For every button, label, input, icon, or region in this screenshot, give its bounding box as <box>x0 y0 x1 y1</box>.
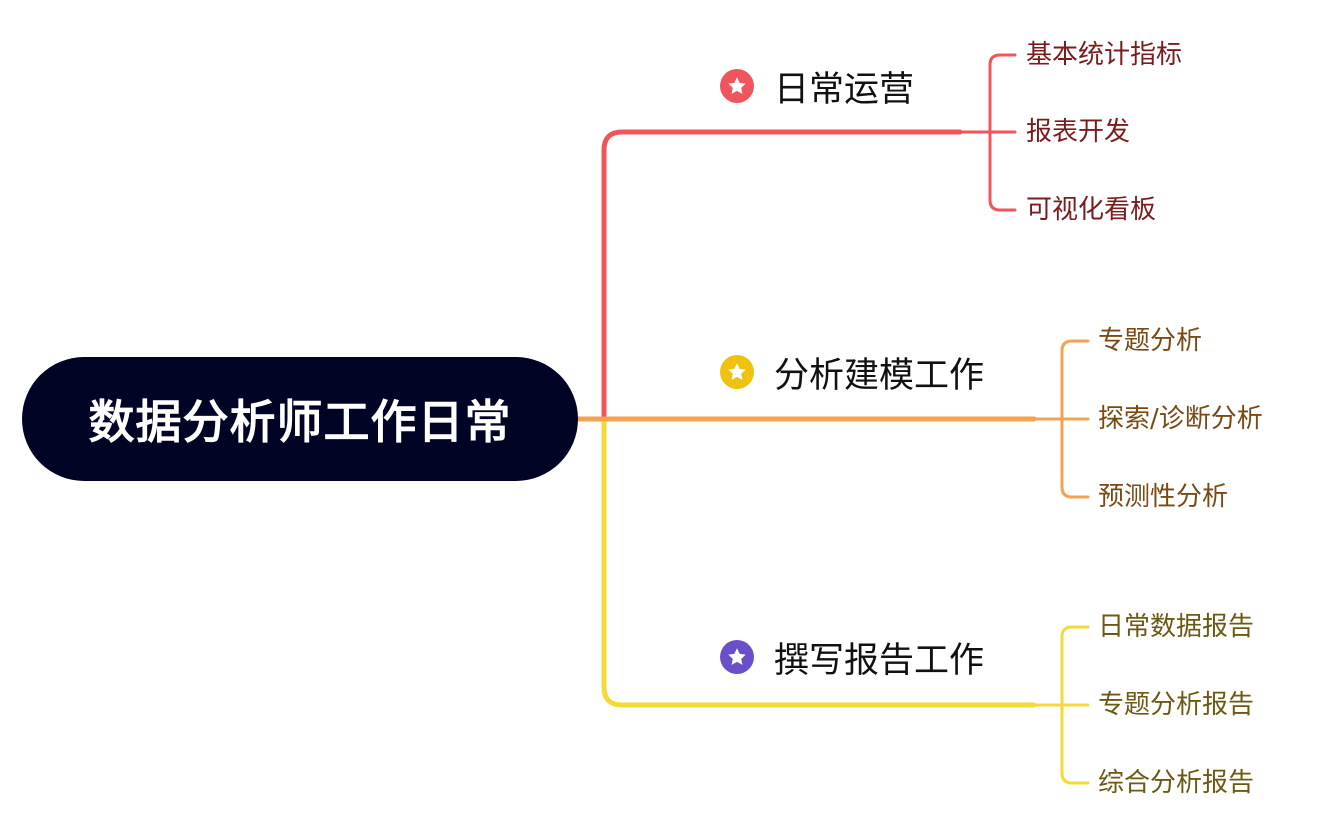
star-icon <box>720 640 754 674</box>
leaf-bracket-analysis-modeling <box>1032 339 1090 499</box>
branch-daily-operations[interactable]: 日常运营 <box>720 61 914 111</box>
root-node[interactable]: 数据分析师工作日常 <box>22 357 578 481</box>
leaf-bracket-daily-ops <box>958 53 1017 212</box>
leaf-node[interactable]: 专题分析 <box>1098 326 1203 356</box>
star-icon <box>720 355 754 389</box>
branch-report-writing[interactable]: 撰写报告工作 <box>720 632 984 682</box>
leaf-node[interactable]: 专题分析报告 <box>1098 690 1255 720</box>
branch-label: 撰写报告工作 <box>774 640 985 681</box>
branch-label: 日常运营 <box>774 69 915 110</box>
star-icon <box>720 69 754 103</box>
branch-analysis-modeling[interactable]: 分析建模工作 <box>720 347 984 397</box>
leaf-node[interactable]: 可视化看板 <box>1026 195 1157 225</box>
leaf-node[interactable]: 预测性分析 <box>1098 482 1229 512</box>
branch-label: 分析建模工作 <box>774 355 985 396</box>
leaf-node[interactable]: 日常数据报告 <box>1098 612 1255 642</box>
leaf-node[interactable]: 报表开发 <box>1026 117 1131 147</box>
root-node-label: 数据分析师工作日常 <box>88 395 512 449</box>
trunk-connector-upper <box>575 129 963 422</box>
trunk-connector-lower <box>601 416 1037 708</box>
leaf-bracket-report-writing <box>1032 625 1090 785</box>
leaf-node[interactable]: 综合分析报告 <box>1098 768 1255 798</box>
leaf-node[interactable]: 基本统计指标 <box>1026 40 1183 70</box>
leaf-node[interactable]: 探索/诊断分析 <box>1098 404 1263 434</box>
